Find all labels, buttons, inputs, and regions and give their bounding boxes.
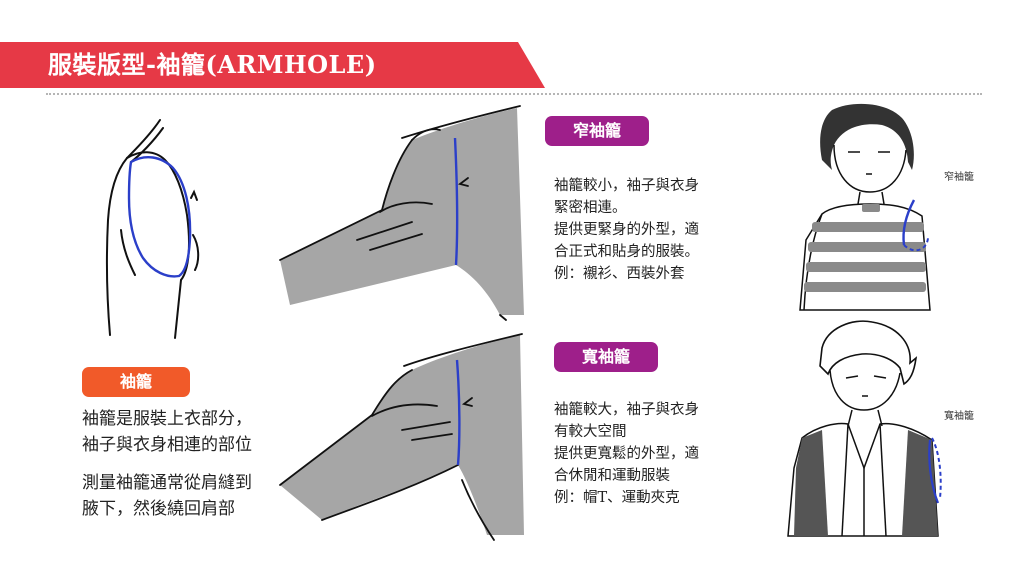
narrow-figure-label: 窄袖籠: [944, 172, 974, 183]
armhole-badge: 袖籠: [82, 367, 190, 397]
title-banner: [0, 42, 545, 88]
wide-sleeve-illustration: [279, 333, 524, 541]
girl-striped-top-illustration: [799, 103, 931, 311]
wide-description: 袖籠較大，袖子與衣身 有較大空間 提供更寬鬆的外型，適 合休閒和運動服裝 例：帽…: [554, 402, 699, 506]
dotted-divider: [46, 93, 982, 95]
narrow-sleeve-illustration: [279, 105, 524, 321]
armhole-definition-text: 袖籠是服裝上衣部分， 袖子與衣身相連的部位: [82, 409, 252, 455]
wide-armhole-seam: [455, 359, 461, 466]
wide-armhole-badge: 寬袖籠: [554, 342, 658, 372]
narrow-armhole-badge: 窄袖籠: [545, 116, 649, 146]
shoulder-armhole-illustration: [105, 119, 200, 339]
armhole-measure-text: 測量袖籠通常從肩縫到 腋下，然後繞回肩部: [82, 473, 252, 519]
page-title: 服裝版型-袖籠(ARMHOLE): [48, 50, 377, 79]
boy-jacket-illustration: [787, 320, 942, 537]
narrow-description: 袖籠較小，袖子與衣身 緊密相連。 提供更緊身的外型，適 合正式和貼身的服裝。 例…: [554, 178, 699, 282]
armhole-loop: [127, 156, 192, 278]
narrow-armhole-seam: [453, 137, 459, 266]
wide-figure-label: 寬袖籠: [944, 411, 974, 422]
